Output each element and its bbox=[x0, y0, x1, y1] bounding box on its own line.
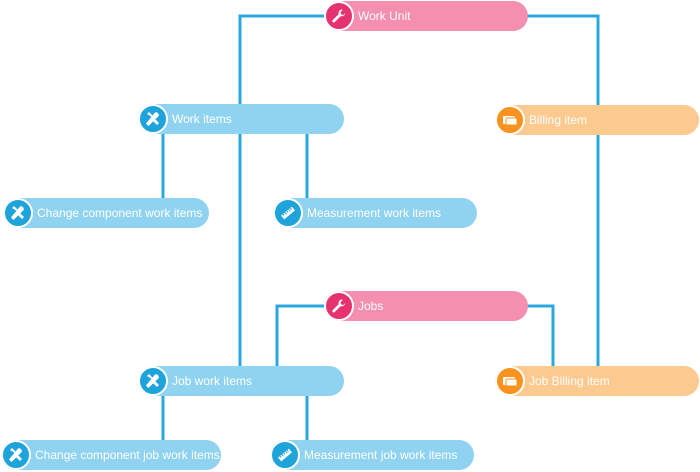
node-work-items[interactable]: Work items bbox=[138, 104, 344, 134]
tools-icon bbox=[138, 104, 168, 134]
node-label: Jobs bbox=[358, 299, 384, 313]
node-jobs[interactable]: Jobs bbox=[324, 291, 528, 321]
ruler-icon bbox=[273, 198, 303, 228]
tools-icon bbox=[1, 440, 31, 470]
node-label: Change component work items bbox=[37, 206, 203, 220]
node-label: Job Billing item bbox=[529, 374, 610, 388]
wrench-icon bbox=[324, 291, 354, 321]
node-measurement-job-work-items[interactable]: Measurement job work items bbox=[270, 440, 474, 470]
node-label: Work items bbox=[172, 112, 232, 126]
node-measurement-work-items[interactable]: Measurement work items bbox=[273, 198, 477, 228]
billing-icon bbox=[495, 105, 525, 135]
ruler-icon bbox=[270, 440, 300, 470]
node-job-billing-item[interactable]: Job Billing item bbox=[495, 366, 699, 396]
connector-jobs-right bbox=[520, 304, 555, 368]
node-billing-item[interactable]: Billing item bbox=[495, 105, 699, 135]
node-change-component-work-items[interactable]: Change component work items bbox=[3, 198, 209, 228]
connector-workunit-right bbox=[520, 14, 600, 368]
node-label: Measurement work items bbox=[307, 206, 442, 220]
tools-icon bbox=[3, 198, 33, 228]
connector-workunit-left bbox=[238, 14, 330, 368]
tools-icon bbox=[138, 366, 168, 396]
node-label: Work Unit bbox=[358, 9, 411, 23]
node-work-unit[interactable]: Work Unit bbox=[324, 1, 528, 31]
node-label: Billing item bbox=[529, 113, 588, 127]
node-label: Job work items bbox=[172, 374, 253, 388]
wrench-icon bbox=[324, 1, 354, 31]
connector-jobs-left bbox=[275, 304, 332, 368]
node-label: Change component job work items bbox=[35, 448, 220, 462]
node-job-work-items[interactable]: Job work items bbox=[138, 366, 344, 396]
node-label: Measurement job work items bbox=[304, 448, 458, 462]
node-change-component-job-work-items[interactable]: Change component job work items bbox=[1, 440, 221, 470]
billing-icon bbox=[495, 366, 525, 396]
